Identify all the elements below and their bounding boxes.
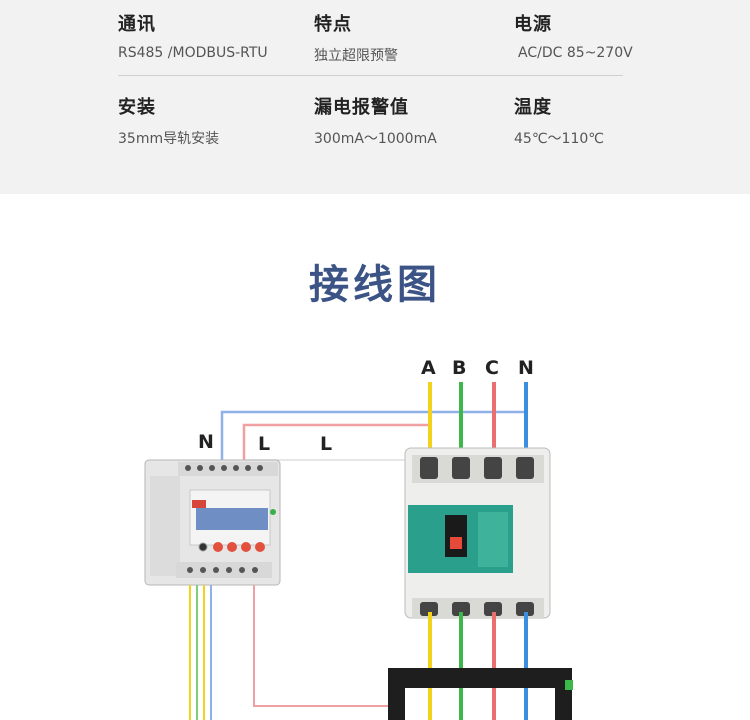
spec-label: 温度 [514, 97, 552, 118]
current-transformer [388, 668, 573, 720]
device-button-icon [255, 542, 265, 552]
phase-label-a: A [421, 357, 436, 379]
spec-label: 特点 [314, 14, 352, 35]
spec-value: 35mm导轨安装 [118, 131, 220, 147]
spec-value: RS485 /MODBUS-RTU [118, 45, 268, 61]
spec-label: 电源 [514, 14, 552, 35]
spec-divider [118, 75, 623, 76]
device-wire-red-loop [253, 585, 390, 707]
spec-installation: 安装 35mm导轨安装 [118, 93, 219, 148]
device-port-icon [198, 542, 208, 552]
meter-label-l1: L [258, 433, 270, 455]
spec-label: 安装 [118, 97, 156, 118]
spec-label: 漏电报警值 [314, 97, 409, 118]
phase-label-b: B [452, 357, 466, 379]
spec-value: 300mA～1000mA [314, 131, 437, 147]
spec-panel: 通讯 RS485 /MODBUS-RTU 特点 独立超限预警 电源 AC/DC … [0, 0, 750, 194]
leakage-monitor-device [144, 459, 281, 586]
device-button-icon [227, 542, 237, 552]
spec-value: 45℃～110℃ [514, 131, 604, 147]
spec-leakage-alarm: 漏电报警值 300mA～1000mA [314, 93, 437, 148]
spec-communication: 通讯 RS485 /MODBUS-RTU [118, 10, 268, 61]
section-title: 接线图 [309, 262, 441, 308]
meter-label-l2: L [320, 433, 332, 455]
device-led-icon [270, 509, 276, 515]
live-loop-wire [242, 423, 432, 462]
spec-value: 独立超限预警 [314, 48, 398, 64]
phase-label-c: C [485, 357, 499, 379]
phase-label-n: N [518, 357, 534, 379]
wiring-diagram: A B C N N L L [144, 357, 573, 720]
spec-value: AC/DC 85~270V [518, 45, 633, 61]
device-button-icon [241, 542, 251, 552]
spec-power: 电源 AC/DC 85~270V [514, 10, 633, 61]
circuit-breaker [404, 447, 551, 619]
breaker-handle-icon [445, 515, 467, 557]
spec-label: 通讯 [118, 14, 156, 35]
device-button-icon [213, 542, 223, 552]
device-lcd-screen [196, 508, 268, 530]
spec-temperature: 温度 45℃～110℃ [514, 93, 604, 148]
spec-feature: 特点 独立超限预警 [314, 10, 398, 65]
meter-label-n: N [198, 431, 214, 453]
